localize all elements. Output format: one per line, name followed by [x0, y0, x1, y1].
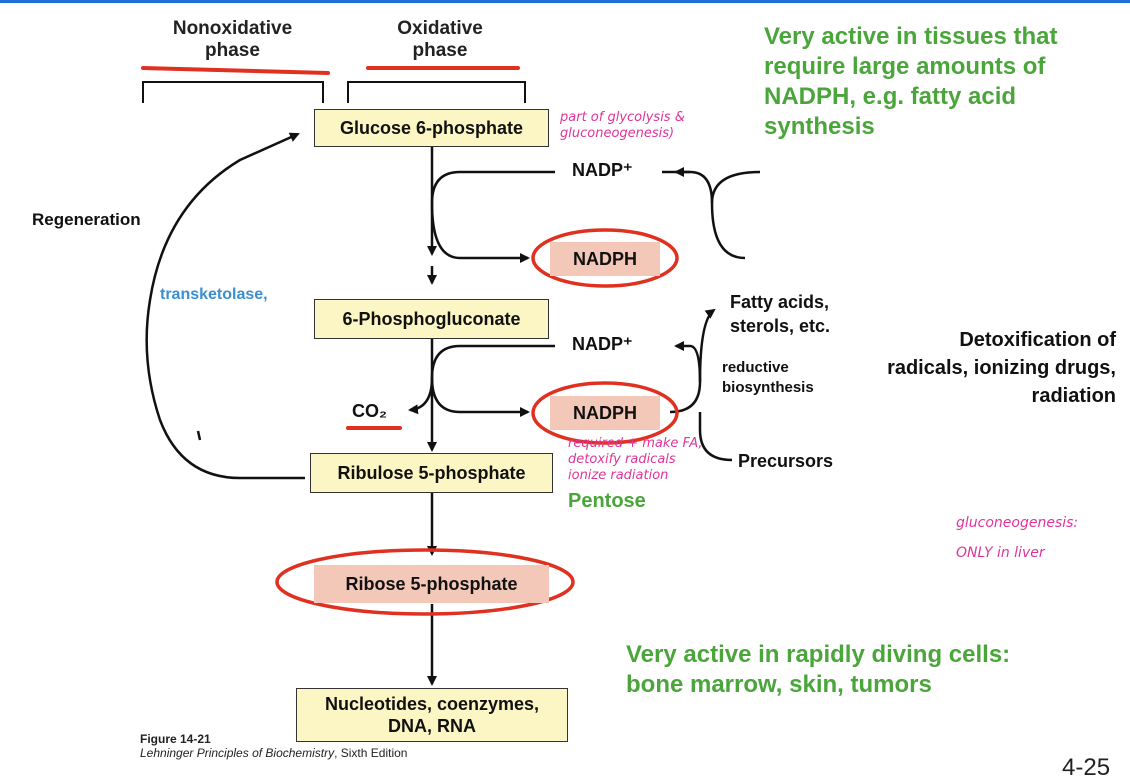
regeneration-arrow	[145, 132, 305, 480]
handwriting-liver: gluconeogenesis: ONLY in liver	[956, 515, 1079, 561]
transketolase-label: transketolase,	[160, 286, 268, 303]
circle-nadph-bottom	[531, 381, 679, 445]
nonoxidative-bracket	[142, 81, 324, 103]
box-ribulose-5-phosphate: Ribulose 5-phosphate	[310, 453, 553, 493]
precursors-label: Precursors	[738, 451, 834, 471]
circle-nadph-top	[531, 228, 679, 288]
phase-oxidative: Oxidative phase	[397, 18, 483, 61]
co2-arrow	[408, 377, 434, 415]
oxidative-bracket	[347, 81, 526, 103]
regeneration-label: Regeneration	[32, 210, 141, 229]
handwriting-required: required + make FA, detoxify radicals io…	[568, 436, 703, 483]
figure-number: Figure 14-21	[140, 732, 211, 746]
box-ribose-5-phosphate: Ribose 5-phosphate	[314, 565, 549, 603]
nadp-loop-top	[430, 170, 555, 263]
nadph-bottom: NADPH	[550, 396, 660, 430]
co2-label: CO₂	[352, 401, 387, 421]
handwriting-glycolysis: part of glycolysis & gluconeogenesis)	[560, 110, 685, 141]
pentose-label: Pentose	[568, 490, 646, 512]
phase-nonoxidative: Nonoxidative phase	[172, 18, 293, 61]
box-glucose-6-phosphate: Glucose 6-phosphate	[314, 109, 549, 147]
underline-nonoxidative	[141, 66, 330, 75]
note-detoxification: Detoxification of radicals, ionizing dru…	[887, 329, 1116, 407]
nadp-top-label: NADP⁺	[572, 160, 633, 180]
slide-number: 4-25	[1062, 754, 1111, 781]
box-6-phosphogluconate: 6-Phosphogluconate	[314, 299, 549, 339]
book-edition: , Sixth Edition	[334, 746, 408, 760]
box-nucleotides: Nucleotides, coenzymes, DNA, RNA	[296, 688, 568, 742]
top-accent-line	[0, 0, 1130, 3]
fatty-acids-label: Fatty acids, sterols, etc.	[730, 292, 831, 336]
figure-source: Lehninger Principles of Biochemistry, Si…	[140, 746, 407, 760]
book-title: Lehninger Principles of Biochemistry	[140, 746, 335, 760]
circle-ribose	[275, 548, 575, 616]
nadph-top: NADPH	[550, 242, 660, 276]
figure-caption: Figure 14-21 Lehninger Principles of Bio…	[140, 732, 407, 760]
nadp-bottom-label: NADP⁺	[572, 334, 633, 354]
reductive-biosynthesis-label: reductive biosynthesis	[722, 359, 814, 396]
note-nadph-tissues: Very active in tissues that require larg…	[764, 23, 1058, 140]
note-dividing-cells: Very active in rapidly diving cells: bon…	[626, 641, 1011, 698]
